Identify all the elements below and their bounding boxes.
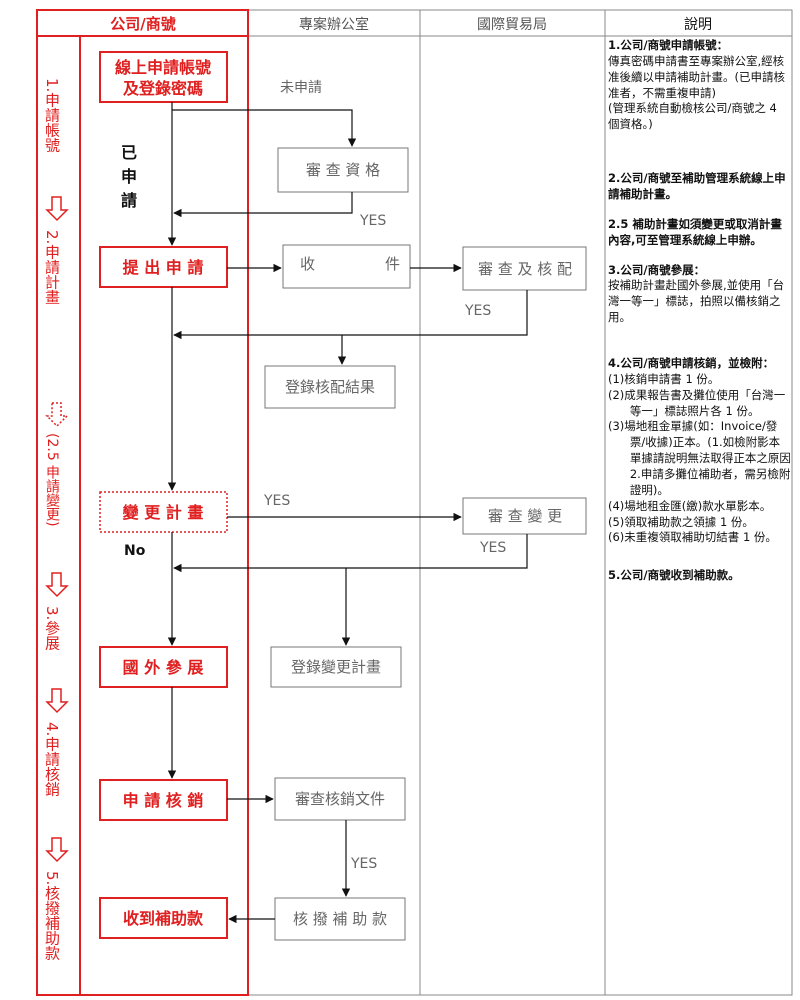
notes-column: 1.公司/商號申請帳號： 傳真密碼申請書至專案辦公室,經核准後續以申請補助計畫。… (608, 38, 791, 584)
phase-label-2: 2.申請計畫 (43, 230, 61, 304)
phase-label-4: 4.申請核銷 (43, 722, 61, 798)
header-office: 專案辦公室 (299, 16, 369, 33)
label-yes-allocate: YES (464, 303, 491, 319)
phase-arrow-5 (45, 837, 69, 863)
note-3: 3.公司/商號參展： 按補助計畫赴國外參展,並使用「台灣一等一」標誌，拍照以備核… (608, 263, 791, 326)
company-steps: 線上申請帳號 及登錄密碼 提 出 申 請 變 更 計 畫 國 外 參 展 申 請… (99, 51, 228, 939)
note-4-item-3: (3)場地租金單據(如：Invoice/發票/收據)正本。(1.如檢附影本單據請… (608, 419, 791, 497)
note-1-title: 1.公司/商號申請帳號： (608, 38, 729, 52)
company-lane (36, 9, 249, 996)
step-register-result-label: 登錄核配結果 (285, 378, 375, 396)
note-4-item-2: (2)成果報告書及攤位使用「台灣一等一」標誌照片各 1 份。 (608, 387, 786, 418)
phase-label-25: (2.5 申請變更) (44, 433, 60, 527)
step-change-plan (99, 491, 228, 533)
note-4-title: 4.公司/商號申請核銷，並檢附： (608, 356, 775, 371)
step-review-qualification-label: 審 查 資 格 (306, 161, 380, 179)
label-yes-documents: YES (350, 856, 377, 872)
step-review-change-label: 審 查 變 更 (488, 507, 562, 525)
step-register-change-label: 登錄變更計畫 (291, 658, 381, 676)
label-yes-change-review: YES (479, 540, 506, 556)
step-apply-writeoff (99, 779, 228, 821)
note-3-title: 3.公司/商號參展： (608, 262, 706, 277)
agency-steps: 審 查 資 格 收 件 審 查 及 核 配 登錄核配結果 審 查 變 更 登錄變… (264, 147, 587, 941)
note-25: 2.5 補助計畫如須變更或取消計畫內容,可至管理系統線上申辦。 (608, 216, 782, 247)
note-3-body: 按補助計畫赴國外參展,並使用「台灣一等一」標誌，拍照以備核銷之用。 (608, 278, 785, 325)
step-exhibit (99, 646, 228, 688)
step-exhibit-label: 國 外 參 展 (123, 658, 205, 677)
header-notes: 說明 (684, 16, 712, 33)
note-4-item-6: (6)未重複領取補助切結書 1 份。 (608, 530, 777, 545)
label-applied-3: 請 (121, 191, 137, 210)
note-4-item-4: (4)場地租金匯(繳)款水單影本。 (608, 498, 772, 513)
step-submit (99, 246, 228, 288)
label-applied-1: 已 (121, 143, 137, 162)
phase-arrow-3 (45, 572, 69, 598)
step-apply-account-line1: 線上申請帳號 (115, 58, 211, 77)
phase-arrow-2 (45, 196, 69, 222)
step-apply-account (99, 51, 228, 103)
note-4: 4.公司/商號申請核銷，並檢附： (1)核銷申請書 1 份。 (2)成果報告書及… (608, 356, 791, 546)
note-4-item-1: (1)核銷申請書 1 份。 (608, 371, 720, 386)
label-no: No (124, 543, 146, 559)
step-receive-left: 收 (300, 255, 315, 273)
note-5: 5.公司/商號收到補助款。 (608, 568, 740, 583)
label-yes-change-request: YES (263, 493, 290, 509)
step-apply-writeoff-label: 申 請 核 銷 (123, 791, 204, 810)
step-review-change (462, 497, 587, 535)
note-1: 1.公司/商號申請帳號： 傳真密碼申請書至專案辦公室,經核准後續以申請補助計畫。… (608, 38, 791, 133)
step-approve-subsidy-label: 核 撥 補 助 款 (293, 910, 387, 928)
step-review-qualification (277, 147, 409, 193)
step-submit-label: 提 出 申 請 (123, 258, 204, 277)
note-4-item-5: (5)領取補助款之領據 1 份。 (608, 514, 754, 529)
step-receive-subsidy-label: 收到補助款 (123, 909, 204, 928)
step-register-change (270, 646, 402, 688)
phase-label-1: 1.申請帳號 (43, 78, 61, 154)
header-bureau: 國際貿易局 (477, 17, 547, 33)
step-receive-right: 件 (385, 255, 400, 273)
phase-arrow-25 (45, 402, 69, 428)
step-review-documents (274, 777, 406, 821)
header-company: 公司/商號 (110, 15, 175, 33)
step-receive-subsidy (99, 897, 228, 939)
label-not-applied: 未申請 (280, 80, 322, 96)
phase-arrow-4 (45, 688, 69, 714)
phase-column: 1.申請帳號 2.申請計畫 (2.5 申請變更) 3.參展 4.申請核銷 5.核… (43, 78, 69, 962)
step-apply-account-line2: 及登錄密碼 (123, 79, 203, 98)
note-1-extra: (管理系統自動檢核公司/商號之 4 個資格。) (608, 101, 777, 132)
note-2: 2.公司/商號至補助管理系統線上申請補助計畫。 (608, 171, 786, 202)
connectors (167, 102, 528, 924)
phase-label-3: 3.參展 (43, 606, 61, 651)
label-yes-qualification: YES (359, 213, 386, 229)
step-receive (282, 244, 411, 289)
connector-labels: 未申請 已 申 請 YES YES YES YES No YES (121, 80, 506, 872)
phase-label-5: 5.核撥補助款 (43, 871, 61, 962)
step-review-documents-label: 審查核銷文件 (295, 790, 385, 808)
label-applied-2: 申 (121, 167, 137, 186)
step-review-allocate (462, 246, 587, 291)
step-review-allocate-label: 審 查 及 核 配 (478, 260, 572, 278)
step-register-result (264, 365, 396, 409)
note-1-body: 傳真密碼申請書至專案辦公室,經核准後續以申請補助計畫。(已申請核准者，不需重複申… (608, 53, 785, 100)
step-change-plan-label: 變 更 計 畫 (123, 503, 204, 522)
